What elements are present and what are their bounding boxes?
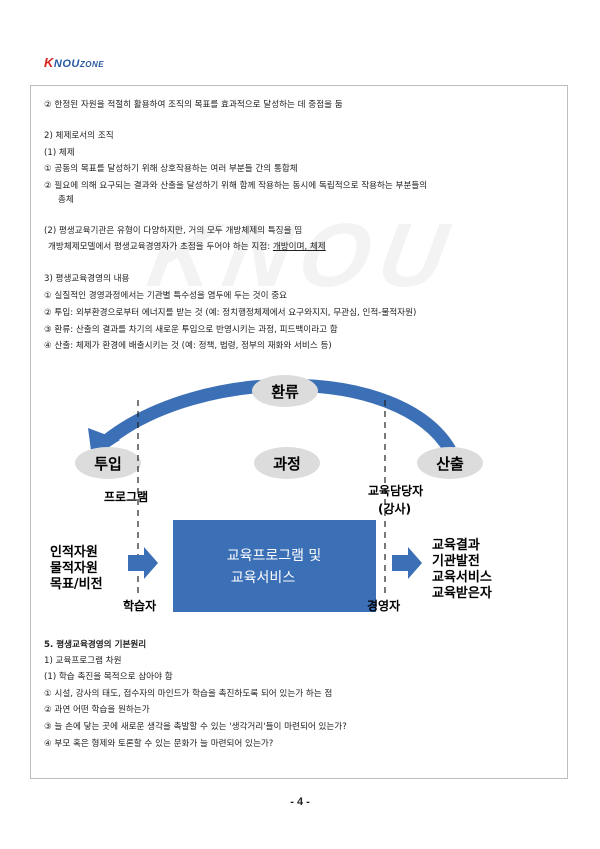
content-frame (30, 85, 568, 779)
right-item: 교육받은자 (432, 585, 492, 601)
text-line: ① 공동의 목표를 달성하기 위해 상호작용하는 여러 부분들 간의 통합체 (44, 164, 298, 174)
text-line: ② 투입: 외부환경으로부터 에너지를 받는 것 (예: 정치행정체제에서 요구… (44, 308, 417, 318)
text-line: ① 시설, 강사의 태도, 접수자의 마인드가 학습을 촉진하도록 되어 있는가… (44, 689, 333, 699)
section-heading: 3) 평생교육경영의 내용 (44, 274, 130, 284)
program-box-line2: 교육서비스 (231, 570, 296, 586)
feedback-label: 환류 (271, 383, 299, 401)
text-line: ④ 산출: 체제가 환경에 배출시키는 것 (예: 정책, 법령, 정부의 재화… (44, 341, 332, 351)
right-item: 교육서비스 (432, 569, 492, 585)
subsection-heading: (1) 체제 (44, 148, 75, 158)
text-line: ④ 부모 혹은 형제와 토론할 수 있는 문화가 늘 마련되어 있는가? (44, 739, 274, 749)
knouzone-logo: KNOUZONE (44, 54, 104, 72)
text-line: ② 필요에 의해 요구되는 결과와 산출을 달성하기 위해 함께 작용하는 동시… (44, 181, 428, 191)
text-line: (1) 학습 촉진을 목적으로 삼아야 함 (44, 672, 173, 682)
page-number: - 4 - (290, 796, 310, 808)
logo-nou: NOU (53, 58, 80, 70)
system-diagram: 환류 투입 과정 산출 프로그램 교육담당자 (강사) 인적자원 물적자원 목표… (50, 375, 492, 613)
text-line: ② 과연 어떤 학습을 원하는가 (44, 705, 150, 715)
section-heading: 2) 체제로서의 조직 (44, 131, 114, 141)
learner-label: 학습자 (123, 598, 156, 613)
text-line: ① 실질적인 경영과정에서는 기관별 특수성을 염두에 두는 것이 중요 (44, 291, 288, 301)
text-line: 총체 (58, 195, 74, 205)
underlined-text: 개방이며, 체제 (272, 242, 326, 252)
program-box (173, 520, 376, 612)
manager-label: 경영자 (367, 598, 400, 613)
feedback-node (252, 375, 318, 407)
left-item: 물적자원 (50, 560, 98, 576)
text-fragment: 개방체제모델에서 평생교육경영자가 초점을 두어야 하는 지점: (48, 242, 273, 252)
logo-zone: ZONE (79, 60, 105, 69)
text-line: ② 한정된 자원을 적절히 활용하여 조직의 목표를 효과적으로 달성하는 데 … (44, 100, 343, 110)
output-node (417, 447, 483, 479)
process-label: 과정 (273, 455, 301, 473)
text-line: (2) 평생교육기관은 유형이 다양하지만, 거의 모두 개방체제의 특징을 띰 (44, 226, 303, 236)
program-label: 프로그램 (104, 489, 148, 504)
output-label: 산출 (436, 455, 464, 473)
input-label: 투입 (94, 455, 122, 473)
program-box-line1: 교육프로그램 및 (227, 548, 322, 564)
instructor-sub-label: (강사) (378, 501, 411, 516)
subsection-heading: 1) 교육프로그램 차원 (44, 656, 122, 666)
text-line: ③ 환류: 산출의 결과를 차기의 새로운 투입으로 반영시키는 과정, 피드백… (44, 325, 338, 335)
section-heading: 5. 평생교육경영의 기본원리 (44, 640, 147, 650)
logo-k: K (44, 55, 54, 70)
left-item: 인적자원 (50, 544, 98, 560)
output-arrow (392, 547, 422, 579)
input-node (75, 447, 141, 479)
instructor-label: 교육담당자 (368, 483, 423, 498)
text-line: 개방체제모델에서 평생교육경영자가 초점을 두어야 하는 지점: 개방이며, 체… (48, 242, 326, 253)
right-item: 교육결과 (432, 537, 480, 553)
left-item: 목표/비전 (50, 576, 103, 592)
text-line: ③ 늘 손에 닿는 곳에 새로운 생각을 촉발할 수 있는 '생각거리'들이 마… (44, 722, 347, 732)
process-node (254, 447, 320, 479)
input-arrow (128, 547, 158, 579)
right-item: 기관발전 (432, 553, 480, 569)
